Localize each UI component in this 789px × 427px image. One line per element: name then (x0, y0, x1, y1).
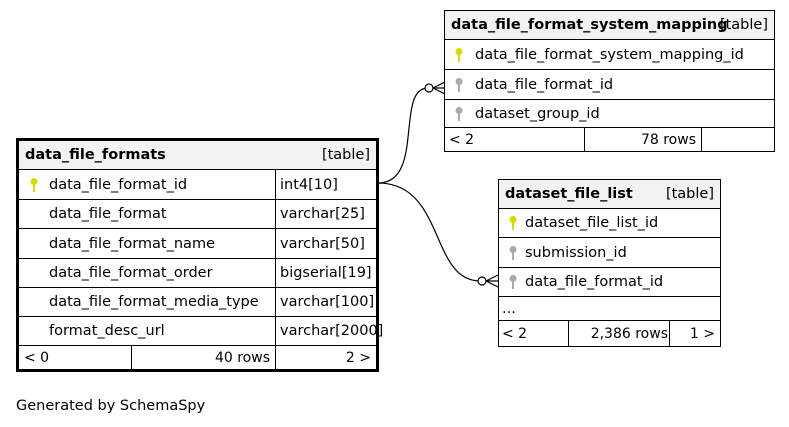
table-dataset-file-list[interactable]: dataset_file_list [table] dataset_file_l… (498, 179, 721, 347)
column-row[interactable]: data_file_format_id (445, 70, 774, 100)
table-header[interactable]: data_file_format_system_mapping [table] (445, 11, 774, 40)
generated-by-label: Generated by SchemaSpy (16, 398, 206, 414)
crowfoot-mapping (432, 81, 446, 95)
relationship-line-formats-to-filelist (377, 182, 481, 282)
column-name: data_file_format_system_mapping_id (475, 46, 744, 63)
column-name: format_desc_url (49, 323, 165, 339)
column-name: data_file_format_name (49, 235, 215, 252)
column-name: data_file_format_media_type (49, 294, 259, 310)
column-name: submission_id (525, 244, 627, 261)
column-name: data_file_format_id (49, 176, 188, 193)
column-row[interactable]: data_file_format_system_mapping_id (445, 40, 774, 70)
table-footer: < 0 40 rows 2 > (19, 346, 376, 369)
column-row[interactable]: data_file_format_id (499, 268, 720, 297)
column-name: data_file_format_order (49, 265, 213, 281)
column-row[interactable]: data_file_format_name varchar[50] (19, 229, 376, 259)
relationship-end-circle-filelist (477, 276, 487, 286)
table-footer: < 2 78 rows (445, 128, 774, 151)
column-name: dataset_group_id (475, 105, 600, 122)
column-type: varchar[25] (280, 206, 365, 222)
column-type: varchar[100] (280, 294, 375, 310)
column-row[interactable]: data_file_format_media_type varchar[100] (19, 288, 376, 317)
foreign-key-icon (455, 77, 463, 92)
primary-key-icon (509, 216, 517, 230)
parents-count[interactable]: < 0 (24, 349, 50, 366)
column-type: bigserial[19] (280, 265, 372, 281)
table-footer: < 2 2,386 rows 1 > (499, 321, 720, 346)
column-row[interactable]: dataset_file_list_id (499, 209, 720, 238)
foreign-key-icon (455, 106, 463, 121)
table-kind: [table] (321, 147, 370, 163)
column-name: data_file_format (49, 206, 167, 222)
primary-key-icon (455, 47, 463, 62)
relationship-line-formats-to-mapping (377, 87, 429, 184)
foreign-key-icon (509, 275, 517, 289)
column-type: int4[10] (280, 176, 338, 193)
column-row[interactable]: format_desc_url varchar[2000] (19, 317, 383, 346)
column-type: varchar[2000] (280, 323, 384, 339)
table-kind: [table] (665, 186, 714, 202)
column-name: data_file_format_id (525, 274, 664, 290)
table-data-file-format-system-mapping[interactable]: data_file_format_system_mapping [table] … (444, 10, 775, 152)
parents-count[interactable]: < 2 (502, 325, 528, 342)
column-row[interactable]: submission_id (499, 238, 720, 268)
more-columns-row[interactable]: ... (499, 297, 720, 321)
table-kind: [table] (719, 17, 768, 33)
children-count[interactable]: 2 > (345, 349, 371, 366)
column-row[interactable]: data_file_format varchar[25] (19, 200, 376, 229)
column-row[interactable]: data_file_format_id int4[10] (19, 170, 376, 200)
parents-count[interactable]: < 2 (449, 131, 475, 148)
column-row[interactable]: data_file_format_order bigserial[19] (19, 259, 376, 288)
more-columns-ellipsis: ... (502, 300, 516, 317)
table-header[interactable]: data_file_formats [table] (19, 141, 376, 170)
foreign-key-icon (509, 245, 517, 260)
column-name: data_file_format_id (475, 76, 614, 93)
table-header[interactable]: dataset_file_list [table] (499, 180, 720, 209)
crowfoot-filelist (485, 274, 499, 288)
column-type: varchar[50] (280, 235, 365, 252)
row-count: 78 rows (640, 131, 696, 148)
row-count: 40 rows (214, 349, 270, 366)
table-name: data_file_format_system_mapping (451, 17, 728, 33)
table-name: data_file_formats (25, 147, 166, 163)
relationship-end-circle-mapping (424, 83, 434, 93)
children-count[interactable]: 1 > (689, 325, 715, 342)
table-name: dataset_file_list (505, 186, 633, 202)
row-count: 2,386 rows (590, 325, 668, 342)
column-row[interactable]: dataset_group_id (445, 100, 774, 128)
column-name: dataset_file_list_id (525, 215, 659, 231)
table-data-file-formats[interactable]: data_file_formats [table] data_file_form… (16, 138, 383, 372)
primary-key-icon (30, 177, 38, 192)
